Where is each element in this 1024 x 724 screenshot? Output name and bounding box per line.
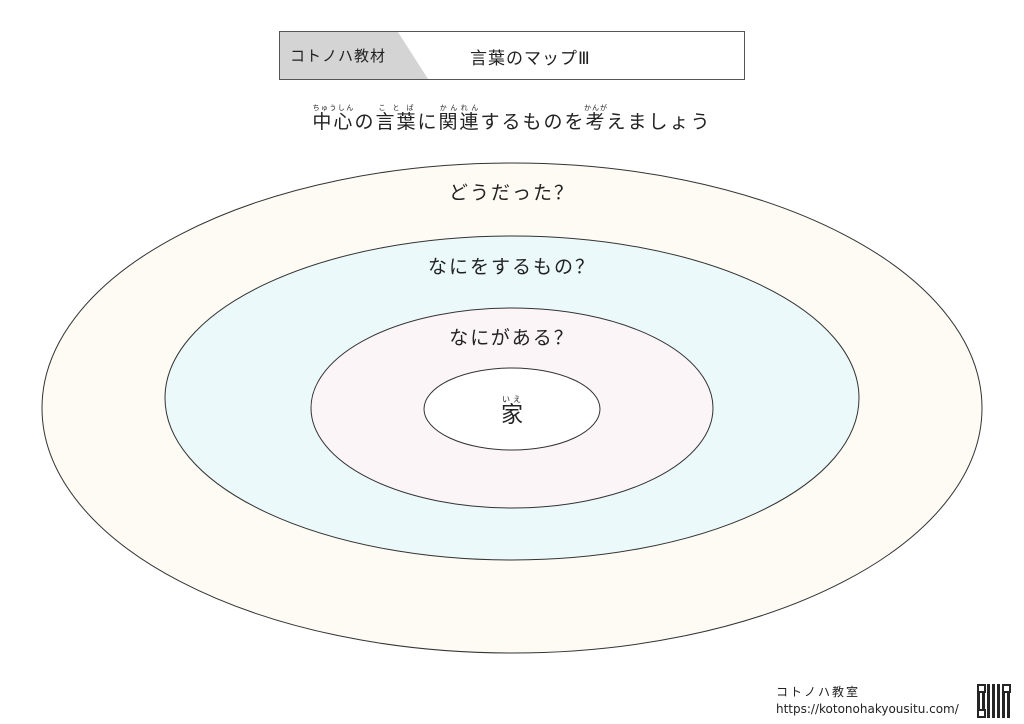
furigana: かんが bbox=[584, 104, 609, 112]
text: するものを bbox=[480, 111, 586, 133]
footer-brand: コトノハ教室 bbox=[776, 685, 861, 699]
third-ring-label: なにがある？ bbox=[449, 327, 575, 349]
center-furigana: いえ bbox=[500, 395, 523, 404]
qr-code-icon bbox=[977, 684, 1011, 718]
footer-url[interactable]: https://kotonohakyousitu.com/ bbox=[776, 702, 959, 716]
second-ring-label: なにをするもの？ bbox=[427, 256, 596, 278]
furigana: ちゅうしん bbox=[312, 104, 355, 112]
kanji: 関連 bbox=[438, 111, 481, 133]
word-chuushin: 中心ちゅうしん bbox=[312, 104, 355, 133]
text: に bbox=[417, 111, 439, 133]
footer: コトノハ教室 https://kotonohakyousitu.com/ bbox=[776, 684, 959, 718]
furigana: かんれん bbox=[438, 104, 481, 112]
worksheet-title: 言葉のマップⅢ bbox=[470, 49, 591, 69]
text: えましょう bbox=[606, 111, 712, 133]
header-tag: コトノハ教材 bbox=[290, 47, 387, 65]
center-kanji: 家 bbox=[500, 403, 523, 428]
kanji: 中心 bbox=[312, 111, 355, 133]
text: の bbox=[354, 111, 376, 133]
kanji: 考 bbox=[584, 111, 609, 133]
instruction: 中心ちゅうしんの言葉ことばに関連かんれんするものを考かんがえましょう bbox=[0, 104, 1024, 134]
furigana: ことば bbox=[375, 104, 418, 112]
center-ring bbox=[423, 367, 601, 451]
center-word: 家いえ bbox=[0, 395, 1024, 429]
outer-ring-label: どうだった？ bbox=[448, 182, 575, 204]
worksheet-header: コトノハ教材 言葉のマップⅢ bbox=[279, 31, 745, 80]
kanji: 言葉 bbox=[375, 111, 418, 133]
